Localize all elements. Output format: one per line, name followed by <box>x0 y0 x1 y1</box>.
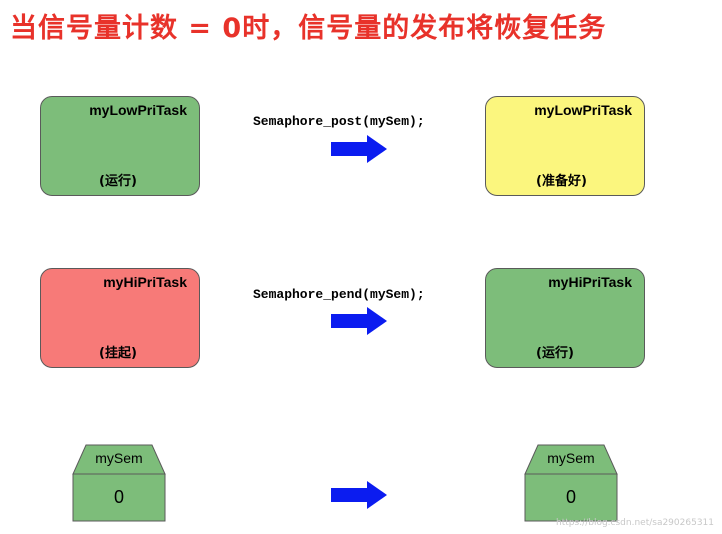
right-arrow-icon <box>331 307 387 335</box>
semaphore-label: mySem <box>95 450 143 466</box>
task-state: (运行) <box>99 174 137 189</box>
page-title: 当信号量计数 = 0时，信号量的发布将恢复任务 <box>10 13 607 44</box>
task-box-hi-pri-after: myHiPriTask (运行) <box>485 268 645 368</box>
task-state: (挂起) <box>99 346 137 361</box>
task-box-low-pri-before: myLowPriTask (运行) <box>40 96 200 196</box>
semaphore-count: 0 <box>113 487 124 507</box>
task-name: myLowPriTask <box>534 102 632 118</box>
call-label-post: Semaphore_post(mySem); <box>253 114 425 129</box>
task-name: myLowPriTask <box>89 102 187 118</box>
task-box-low-pri-after: myLowPriTask (准备好) <box>485 96 645 196</box>
semaphore-after: mySem 0 <box>524 444 618 522</box>
task-box-hi-pri-before: myHiPriTask (挂起) <box>40 268 200 368</box>
semaphore-shape <box>72 444 166 522</box>
task-state: (运行) <box>536 346 574 361</box>
semaphore-before: mySem 0 <box>72 444 166 522</box>
task-state: (准备好) <box>536 174 587 189</box>
task-name: myHiPriTask <box>548 274 632 290</box>
right-arrow-icon <box>331 135 387 163</box>
semaphore-label: mySem <box>547 450 595 466</box>
task-name: myHiPriTask <box>103 274 187 290</box>
right-arrow-icon <box>331 481 387 509</box>
semaphore-shape <box>524 444 618 522</box>
watermark: https://blog.csdn.net/sa290265311 <box>555 518 714 528</box>
call-label-pend: Semaphore_pend(mySem); <box>253 287 425 302</box>
semaphore-count: 0 <box>565 487 576 507</box>
